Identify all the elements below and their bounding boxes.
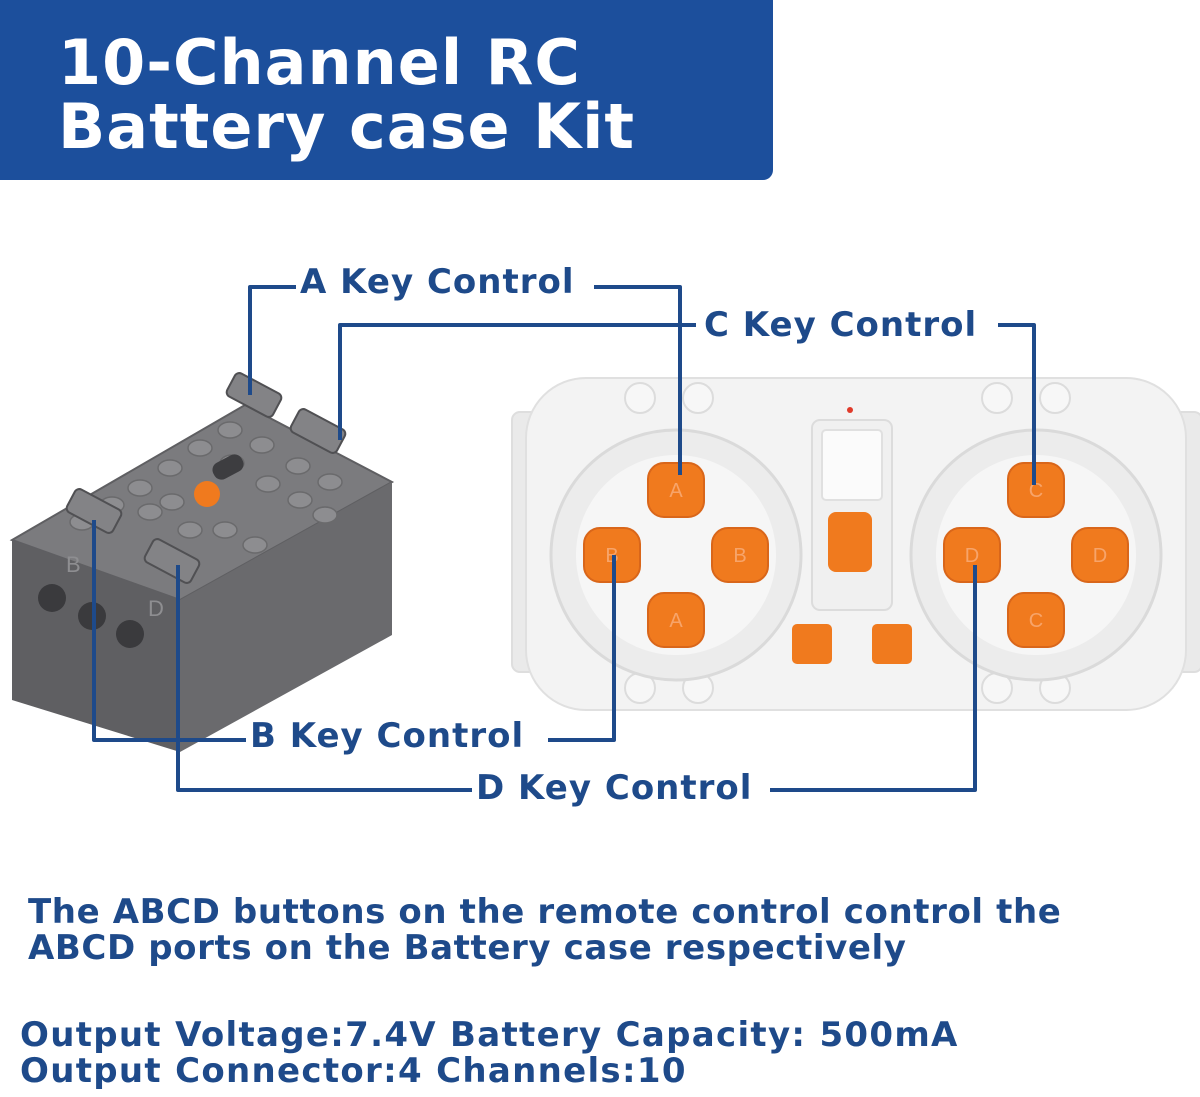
line-a-left [248,285,296,395]
line-c-left [338,323,696,440]
right-pad-up-letter: C [1029,480,1043,502]
line-c-right [998,323,1036,485]
title-line-2: Battery case Kit [58,90,636,163]
spec-line-1: Output Voltage:7.4V Battery Capacity: 50… [20,1015,959,1055]
line-d-right [770,565,977,792]
left-pad-up-letter: A [669,480,683,502]
title-banner: 10-Channel RC Battery case Kit [0,0,773,180]
spec-line-2: Output Connector:4 Channels:10 [20,1051,687,1091]
left-pad-down-letter: A [669,610,683,632]
callout-lines [92,285,1036,792]
battery-case: B D [9,372,395,752]
callout-a-key-control: A Key Control [300,262,575,302]
line-b-right [548,555,616,742]
line-b-left [92,520,246,742]
description-line-2: ABCD ports on the Battery case respectiv… [28,928,907,968]
line-d-left [176,565,472,792]
callout-b-key-control: B Key Control [250,716,525,756]
description-line-1: The ABCD buttons on the remote control c… [28,892,1062,932]
right-pad-left-letter: D [965,545,979,567]
remote-control: A A B B C C D D [511,377,1200,711]
case-port-letter-b: B [66,552,81,577]
case-port-letter-d: D [148,596,164,621]
right-pad-right-letter: D [1093,545,1107,567]
title-line-1: 10-Channel RC [58,26,581,99]
left-pad-right-letter: B [733,545,746,567]
callout-d-key-control: D Key Control [476,768,753,808]
right-pad-down-letter: C [1029,610,1043,632]
line-a-right [594,285,682,475]
callout-c-key-control: C Key Control [704,305,978,345]
